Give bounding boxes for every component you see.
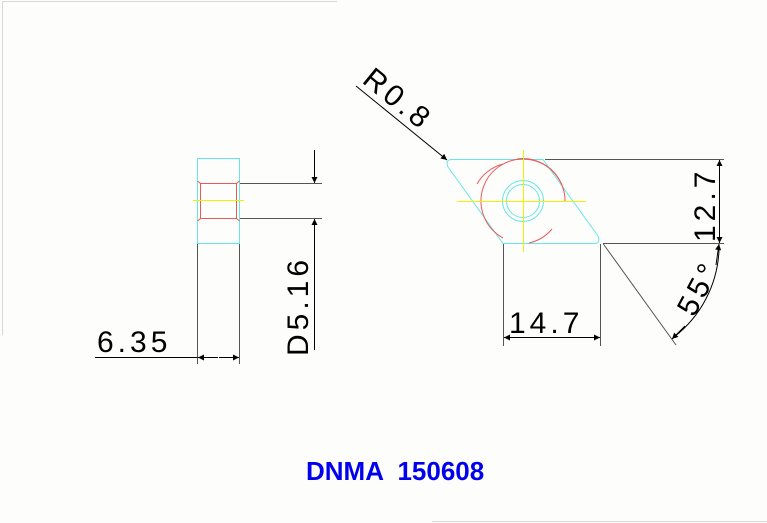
top-view: R0.8 12.7 14.7 55° [355, 62, 727, 346]
insert-top-outline [446, 159, 600, 244]
inscribed-circle-label: 12.7 [689, 168, 722, 242]
thickness-dimension [95, 244, 240, 364]
edge-length-label: 14.7 [509, 307, 583, 340]
corner-radius-leader [355, 85, 448, 161]
angle-label: 55° [671, 255, 727, 321]
hole-diameter-label: D5.16 [282, 256, 315, 356]
edge-length-dimension [503, 244, 601, 346]
hole-diameter-dimension [240, 150, 322, 350]
side-view: D5.16 6.35 [95, 150, 322, 364]
chipbreaker-arc [476, 158, 566, 244]
inscribed-circle-dimension [545, 159, 724, 244]
thickness-label: 6.35 [97, 326, 171, 359]
top-centerlines [457, 150, 586, 252]
angle-dimension [602, 243, 722, 346]
part-code-title: DNMA 150608 [306, 456, 484, 486]
corner-radius-label: R0.8 [357, 62, 439, 138]
